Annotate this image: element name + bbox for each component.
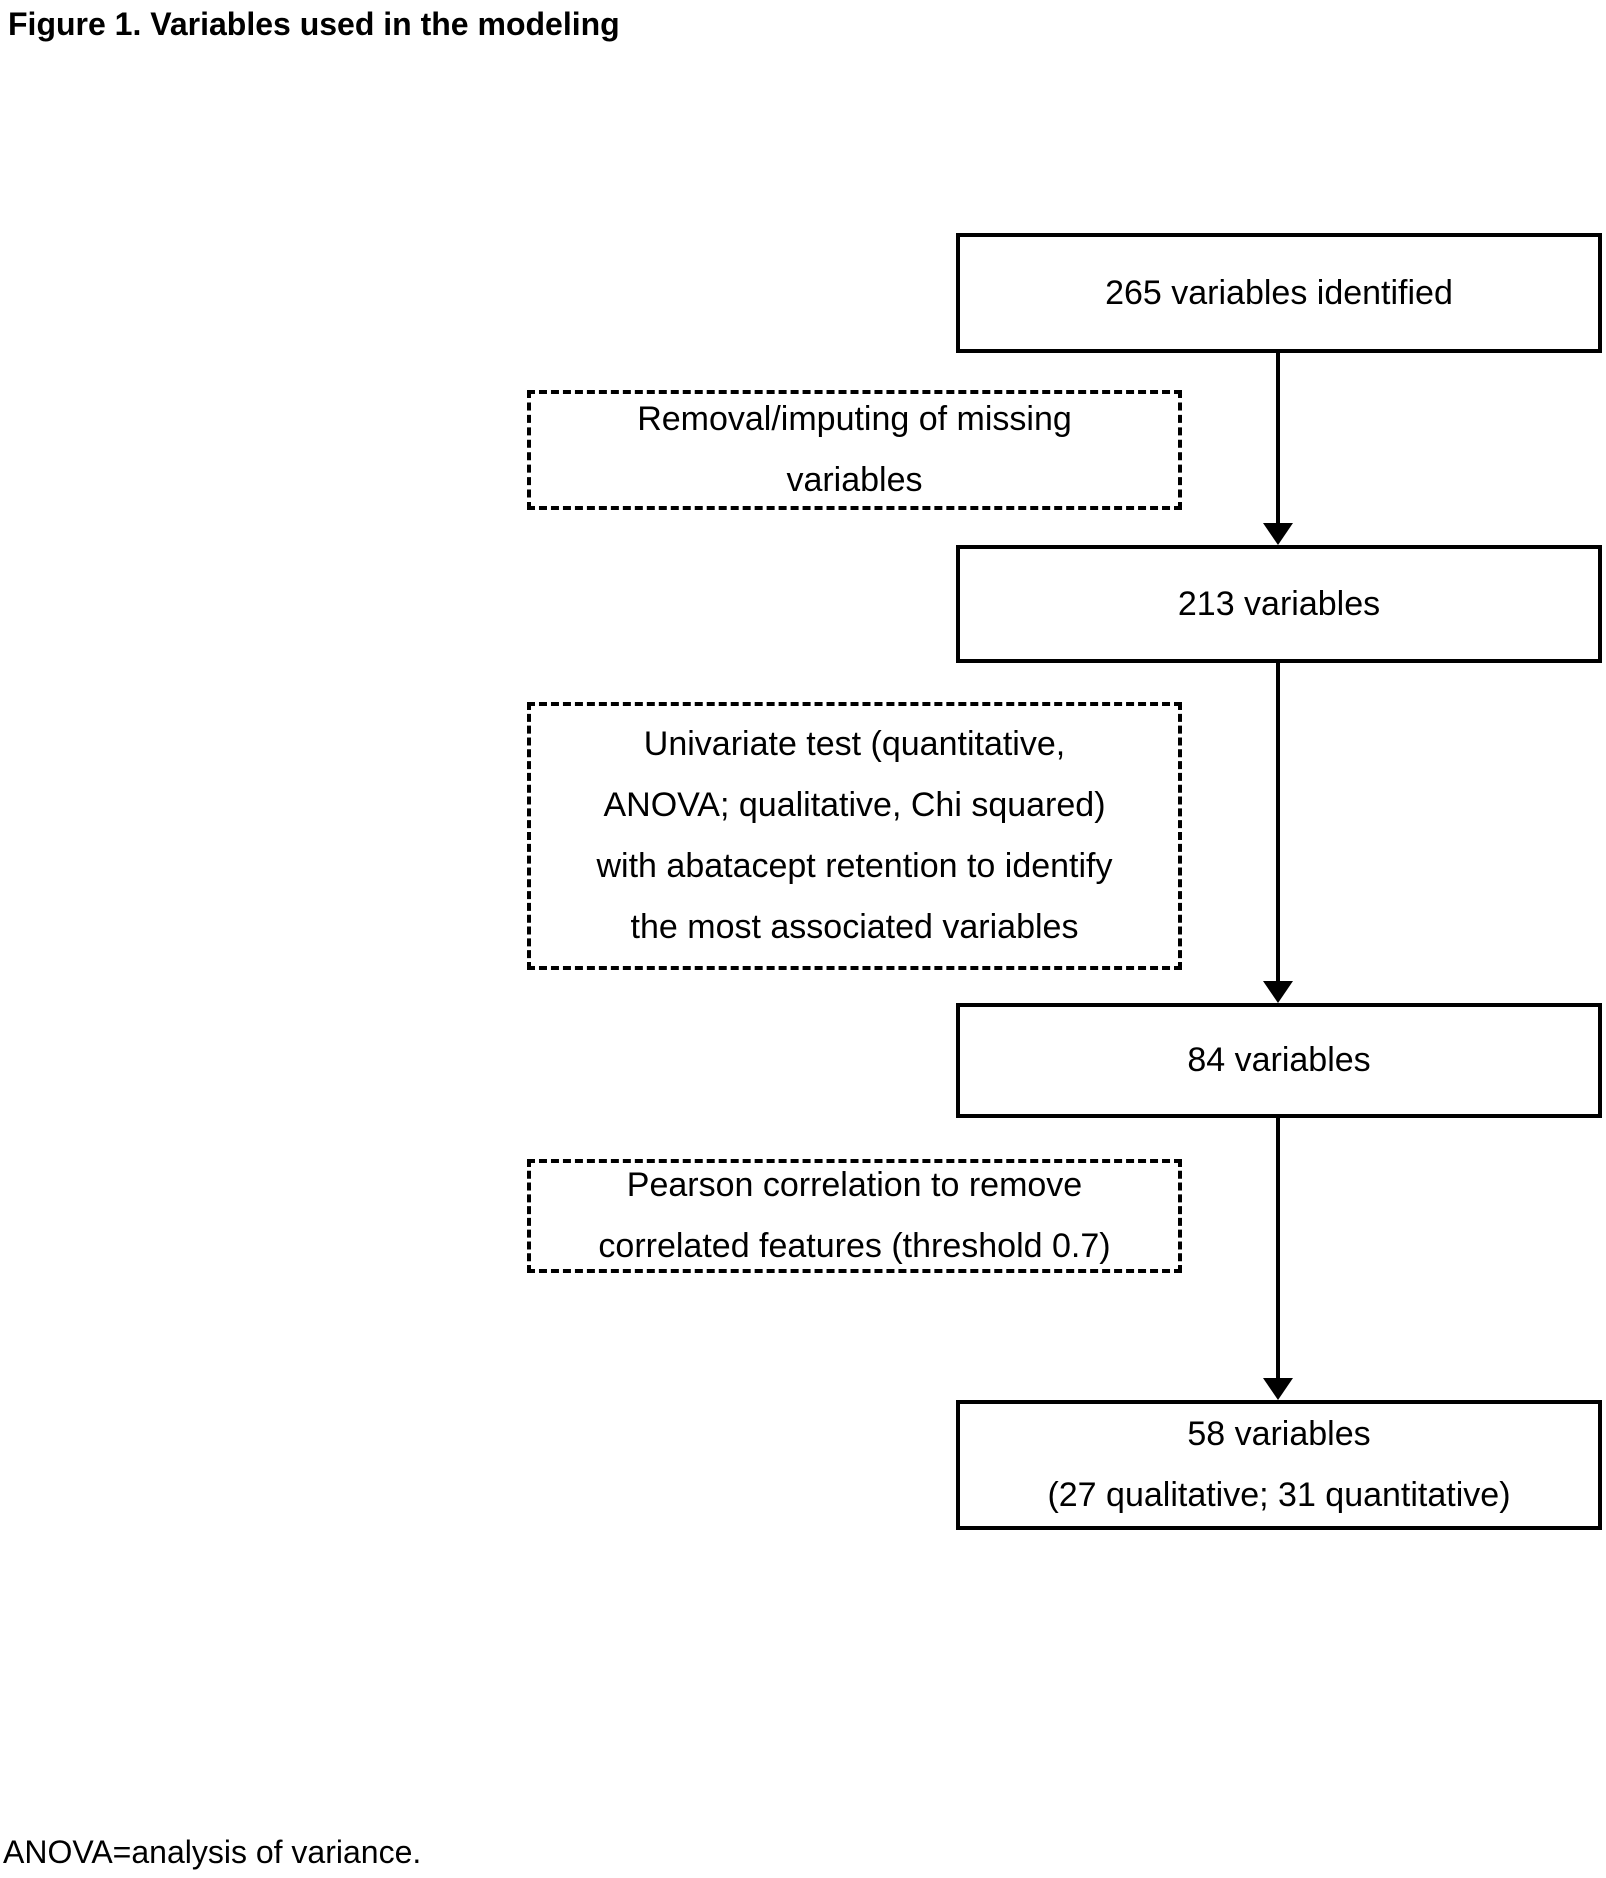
box-label: Univariate test (quantitative, ANOVA; qu… (596, 725, 1113, 946)
arrow-down-icon (1263, 981, 1293, 1003)
arrow-down-icon (1263, 523, 1293, 545)
arrow-line (1276, 1118, 1280, 1382)
solid-box-265-variables-identified: 265 variables identified (956, 233, 1602, 353)
flow-arrow-84-to-58 (1262, 1118, 1294, 1400)
flow-arrow-265-to-213 (1262, 353, 1294, 545)
figure-footnote: ANOVA=analysis of variance. (3, 1834, 422, 1870)
solid-box-213-variables: 213 variables (956, 545, 1602, 663)
dashed-box-pearson-correlation: Pearson correlation to remove correlated… (527, 1159, 1182, 1273)
box-label: Removal/imputing of missing variables (637, 400, 1072, 499)
solid-box-58-variables: 58 variables (27 qualitative; 31 quantit… (956, 1400, 1602, 1530)
box-label: Pearson correlation to remove correlated… (598, 1166, 1111, 1265)
arrow-line (1276, 353, 1280, 527)
arrow-line (1276, 663, 1280, 985)
box-label: 265 variables identified (1105, 273, 1453, 312)
solid-box-84-variables: 84 variables (956, 1003, 1602, 1118)
box-label: 84 variables (1187, 1041, 1371, 1079)
dashed-box-univariate-test: Univariate test (quantitative, ANOVA; qu… (527, 702, 1182, 970)
dashed-box-removal-imputing-missing: Removal/imputing of missing variables (527, 390, 1182, 510)
arrow-down-icon (1263, 1378, 1293, 1400)
figure-title: Figure 1. Variables used in the modeling (8, 6, 620, 42)
flow-arrow-213-to-84 (1262, 663, 1294, 1003)
box-label: 213 variables (1177, 584, 1381, 623)
box-label: 58 variables (27 qualitative; 31 quantit… (1047, 1415, 1511, 1514)
